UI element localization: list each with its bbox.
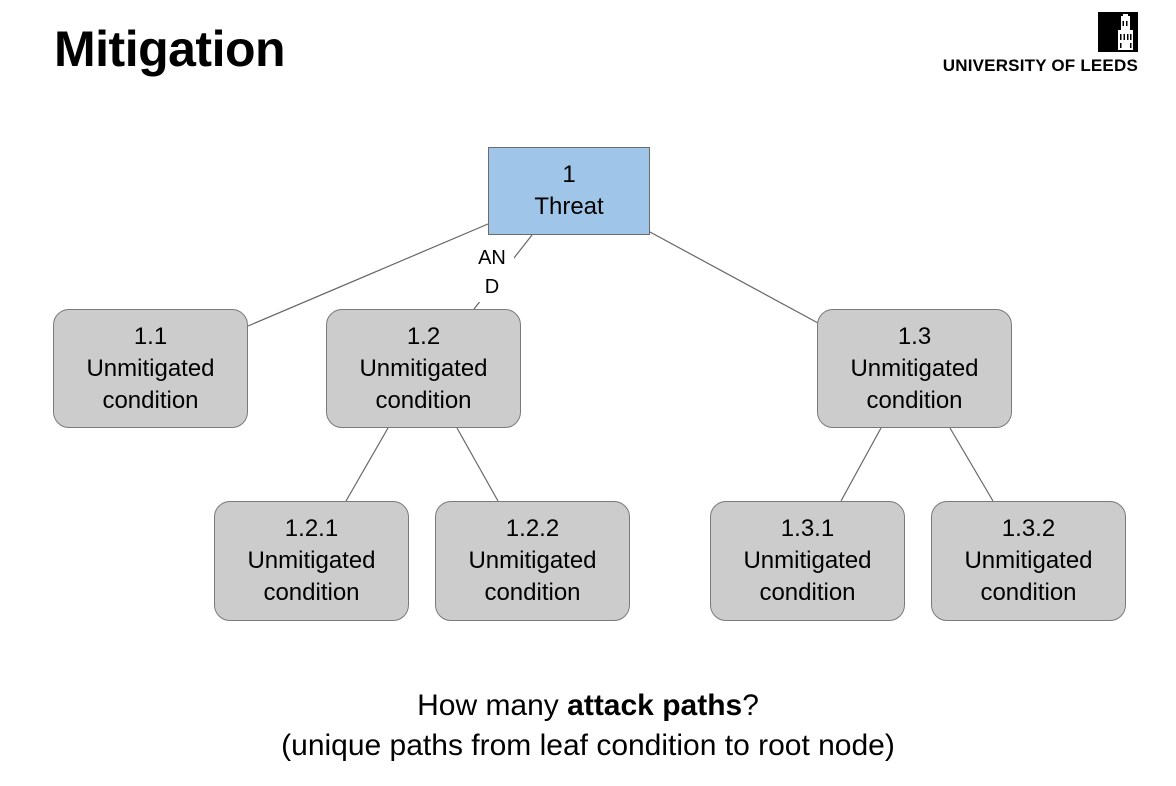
connector-root-to-1-1	[247, 223, 489, 327]
logo-text: UNIVERSITY OF LEEDS	[942, 56, 1138, 75]
slide-title: Mitigation	[54, 21, 286, 77]
connector-root-to-1-3	[649, 231, 819, 324]
question-prefix: How many	[417, 689, 568, 722]
node-id: 1.3.1	[780, 515, 835, 542]
tree-node-root: 1 Threat	[488, 147, 650, 235]
node-id: 1.3.2	[1001, 515, 1056, 542]
node-id: 1.2.1	[284, 515, 339, 542]
question-emphasis: attack paths	[567, 689, 743, 722]
question-explanation: (unique paths from leaf condition to roo…	[281, 729, 895, 762]
node-id: 1	[562, 161, 576, 188]
question-suffix: ?	[742, 689, 759, 722]
node-id: 1.1	[133, 322, 168, 350]
university-logo: UNIVERSITY OF LEEDS	[908, 12, 1138, 78]
node-id: 1.2	[406, 322, 441, 350]
leeds-parkinson-tower-icon	[1098, 12, 1138, 52]
node-label: Threat	[534, 193, 604, 220]
node-id: 1.2.2	[505, 515, 560, 542]
connector-1-3-to-1-3-1	[840, 427, 882, 502]
node-id: 1.3	[897, 322, 932, 350]
question-line: How many attack paths?	[0, 686, 1176, 726]
connector-1-2-to-1-2-2	[456, 427, 499, 502]
connector-1-3-to-1-3-2	[949, 427, 994, 502]
connector-1-2-to-1-2-1	[345, 427, 389, 502]
attack-paths-question: How many attack paths? (unique paths fro…	[0, 686, 1176, 766]
